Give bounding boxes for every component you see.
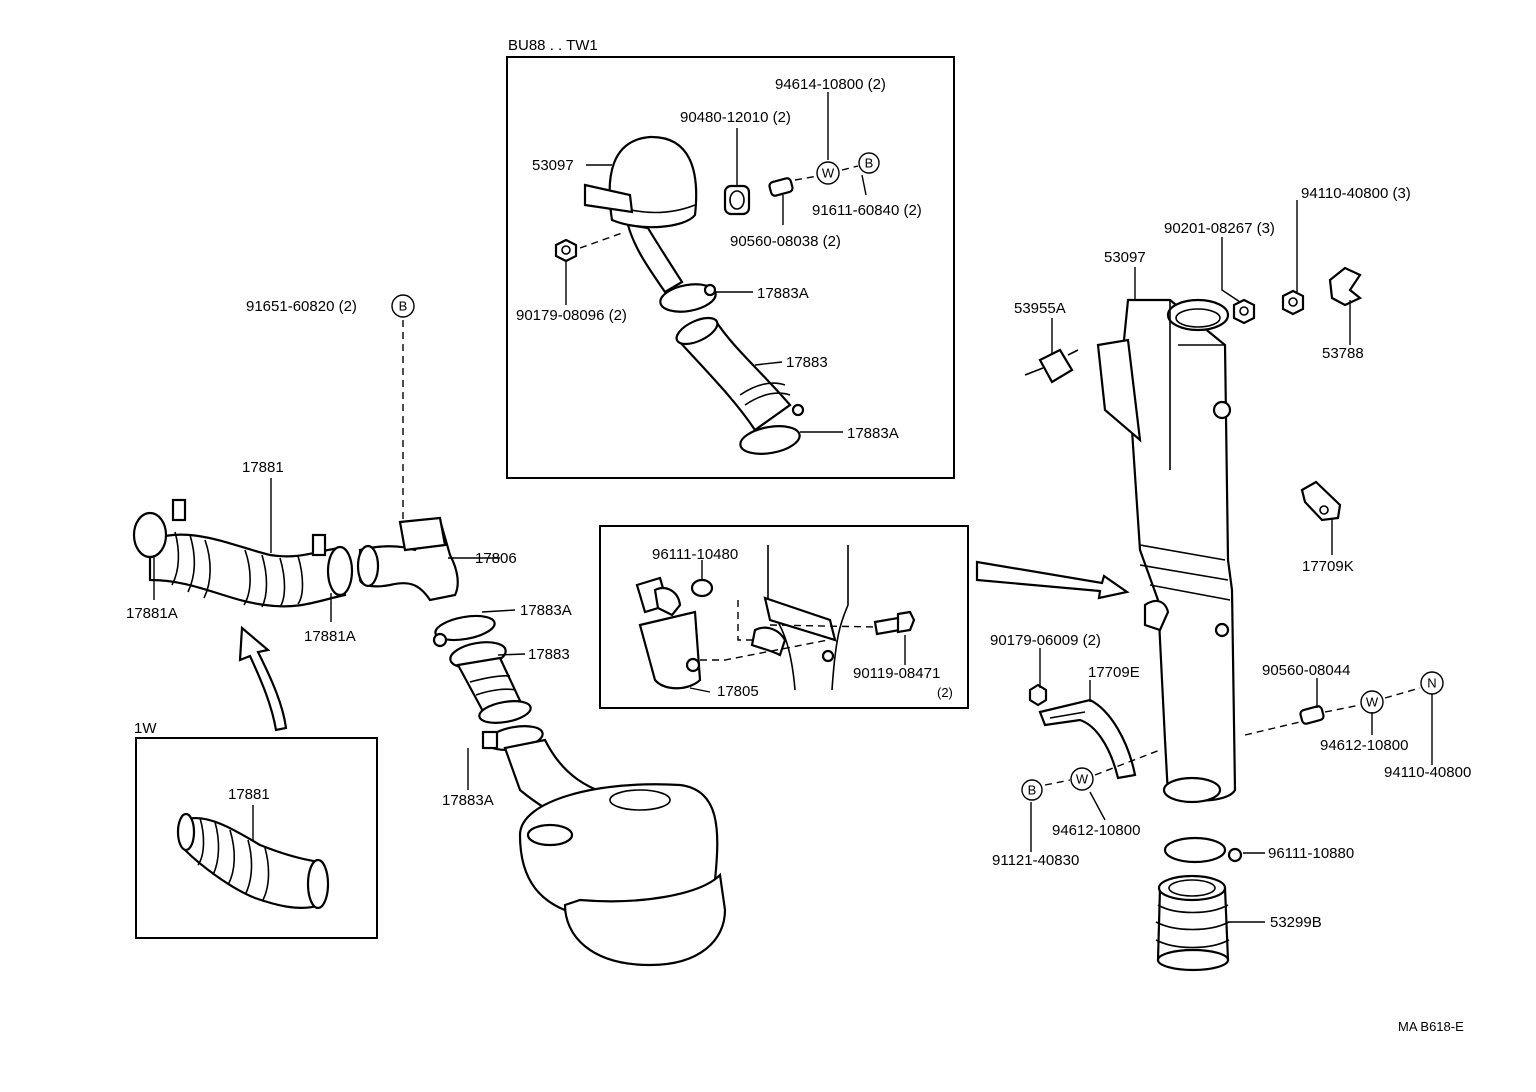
- marker-b-right: [1021, 779, 1043, 801]
- clip-17709K: [1300, 480, 1342, 522]
- label-94614: 94614-10800 (2): [775, 76, 886, 93]
- marker-b-inset-text: B: [865, 156, 874, 171]
- label-91121: 91121-40830: [992, 852, 1079, 869]
- label-17883A-inset-1: 17883A: [757, 285, 809, 302]
- inset-1w-frame: [135, 737, 378, 939]
- bolt-90179-08096-inset: [554, 238, 578, 263]
- label-94110-right: 94110-40800: [1384, 764, 1471, 781]
- grommet-90480: [723, 184, 751, 216]
- label-90179-06009: 90179-06009 (2): [990, 632, 1101, 649]
- label-53097-right: 53097: [1104, 249, 1146, 266]
- inset-1w-title: 1W: [134, 720, 157, 737]
- marker-w-right-low-text: W: [1076, 772, 1089, 787]
- inset-middle: 96111-10480 90119-08471 (2) 17805: [599, 525, 969, 709]
- label-90560-08038: 90560-08038 (2): [730, 233, 841, 250]
- arrow-up-1w: [238, 625, 288, 732]
- collar-90560-08038: [768, 177, 794, 197]
- inset-1w: 1W 17881: [134, 720, 378, 939]
- label-17805: 17805: [717, 683, 759, 700]
- bellows-53299B: [1155, 874, 1230, 972]
- label-17881A-mid: 17881A: [304, 628, 356, 645]
- clamp-96111-10880: [1163, 836, 1243, 864]
- marker-b-left-text: B: [399, 299, 408, 314]
- label-17881: 17881: [242, 459, 284, 476]
- bolt-90119-08471: [873, 610, 916, 636]
- collar-90560-08044: [1299, 705, 1325, 725]
- label-17881-1w: 17881: [228, 786, 270, 803]
- nut-94110-top: [1281, 289, 1305, 316]
- hose-17883-mid: [449, 641, 532, 724]
- label-91611: 91611-60840 (2): [812, 202, 922, 219]
- part-53097-inset: [583, 135, 698, 294]
- marker-w-right-text: W: [1366, 695, 1379, 710]
- label-90179-08096: 90179-08096 (2): [516, 307, 627, 324]
- label-96111-10880: 96111-10880: [1268, 845, 1354, 862]
- label-17806: 17806: [475, 550, 517, 567]
- marker-n-right: [1420, 671, 1444, 695]
- part-53955A: [1024, 348, 1079, 384]
- label-90119: 90119-08471: [853, 665, 940, 682]
- label-17883-inset: 17883: [786, 354, 828, 371]
- hose-17881: [132, 498, 354, 608]
- label-90201: 90201-08267 (3): [1164, 220, 1275, 237]
- label-53097-inset: 53097: [532, 157, 574, 174]
- right-assembly: B W W N 94110-40800 (3) 90201-08267 (3) …: [990, 185, 1471, 972]
- label-17709K: 17709K: [1302, 558, 1354, 575]
- label-53788: 53788: [1322, 345, 1364, 362]
- label-17709E: 17709E: [1088, 664, 1140, 681]
- label-90119-qty: (2): [937, 685, 953, 700]
- nut-90201: [1232, 298, 1256, 325]
- label-17883A-low: 17883A: [442, 792, 494, 809]
- label-17883-mid: 17883: [528, 646, 570, 663]
- label-17883A-mid: 17883A: [520, 602, 572, 619]
- left-assembly: B 91651-60820 (2) 17881 17806 17881A 178…: [126, 294, 727, 967]
- marker-w-inset: [816, 161, 840, 185]
- label-90560-08044: 90560-08044: [1262, 662, 1350, 679]
- resonator-17805: [635, 576, 702, 690]
- label-17883A-inset-2: 17883A: [847, 425, 899, 442]
- hose-17881-1w: [176, 812, 330, 910]
- bracket-17709E: [1038, 698, 1137, 780]
- duct-section-middle: [750, 545, 849, 691]
- label-94612-right: 94612-10800: [1320, 737, 1408, 754]
- label-94612-low: 94612-10800: [1052, 822, 1140, 839]
- label-90480: 90480-12010 (2): [680, 109, 791, 126]
- marker-b-inset: [858, 152, 880, 174]
- label-53299B: 53299B: [1270, 914, 1322, 931]
- marker-b-right-text: B: [1028, 783, 1037, 798]
- marker-w-right-low: [1070, 767, 1094, 791]
- inset-top-frame: [506, 56, 955, 479]
- inset-middle-frame: [599, 525, 969, 709]
- label-17881A-left: 17881A: [126, 605, 178, 622]
- marker-w-right: [1360, 690, 1384, 714]
- clamp-17883A-inset-2: [739, 403, 805, 455]
- marker-b-left: [391, 294, 415, 318]
- clip-53788: [1328, 266, 1363, 307]
- elbow-17806: [356, 516, 459, 602]
- diagram-code: MA B618-E: [1398, 1019, 1464, 1034]
- nut-90179-06009: [1028, 683, 1048, 707]
- label-91651: 91651-60820 (2): [246, 298, 357, 315]
- marker-w-inset-text: W: [822, 166, 835, 181]
- inset-top: BU88 . . TW1: [506, 37, 955, 479]
- clamp-96111-10480: [690, 578, 714, 598]
- label-94110-top: 94110-40800 (3): [1301, 185, 1411, 202]
- clamp-17883A-inset-1: [659, 283, 717, 313]
- inset-top-title: BU88 . . TW1: [508, 37, 598, 54]
- duct-53097: [1096, 298, 1237, 804]
- clamp-17883A-mid: [432, 614, 496, 648]
- hose-17883-inset: [675, 316, 792, 432]
- label-96111-10480: 96111-10480: [652, 546, 738, 563]
- air-cleaner: [503, 738, 727, 967]
- arrow-right: [975, 560, 1130, 600]
- marker-n-right-text: N: [1427, 676, 1436, 691]
- label-53955A: 53955A: [1014, 300, 1066, 317]
